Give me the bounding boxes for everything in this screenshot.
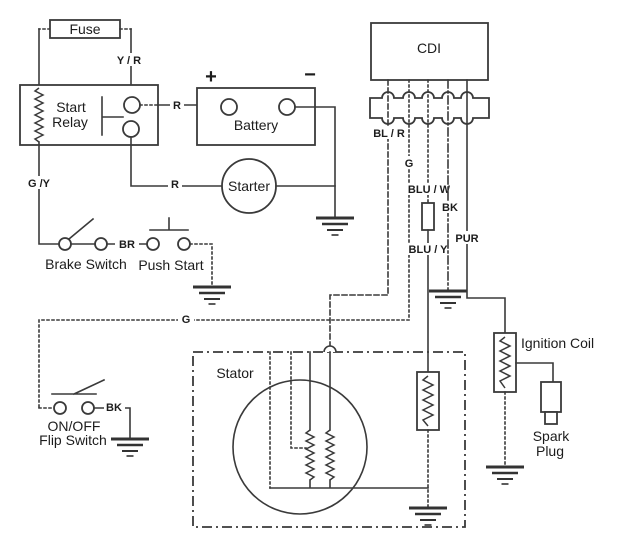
push-start-label: Push Start (138, 257, 203, 273)
ignition-circuit: Ignition Coil Spark Plug (486, 332, 594, 485)
label-bg (402, 156, 417, 169)
ground-symbol-push-start (193, 285, 231, 305)
fuse-circuit: Fuse Y / R (38, 19, 148, 98)
start-relay-label-1: Start (56, 99, 86, 115)
flip-switch-terminal-1 (53, 401, 67, 415)
label-bg (407, 183, 451, 195)
label-bg (440, 201, 460, 213)
stator-resistor-winding (421, 375, 435, 427)
wire-label-blu-w: BLU / W (408, 184, 451, 196)
relay-terminal-bottom (122, 120, 140, 138)
relay-terminal-top (123, 96, 141, 114)
spark-plug-body (540, 381, 562, 413)
ground-symbol-bk (429, 289, 467, 309)
brake-push-circuit: G /Y BR Brake Switch Push Start (24, 141, 231, 305)
wire-pur (466, 79, 506, 334)
label-bg (24, 176, 54, 189)
battery-box (196, 87, 316, 146)
wire-label-r-battery: R (173, 100, 181, 112)
stator-label: Stator (216, 365, 254, 381)
ground-symbol-ignition-coil (486, 465, 524, 485)
brake-switch-lever (67, 217, 95, 241)
label-bg (406, 243, 450, 255)
start-relay-label-2: Relay (52, 114, 88, 130)
brake-switch-label: Brake Switch (45, 256, 127, 272)
label-bg (452, 231, 483, 244)
wire-relay-to-starter (130, 136, 223, 187)
wire-label-g-y: G /Y (28, 178, 51, 190)
wire-label-g-run: G (182, 314, 191, 326)
label-bg (104, 402, 125, 413)
wire-crossover-bump (323, 345, 337, 353)
stator-common-wire (269, 479, 429, 489)
resistor-box (421, 202, 435, 231)
wire-label-bk-cdi: BK (442, 202, 458, 214)
wire-label-bk-switch: BK (106, 402, 122, 414)
label-bg (178, 313, 194, 325)
cdi-connector (369, 91, 490, 125)
label-bg (110, 53, 148, 66)
wire-coil-to-plug (515, 362, 554, 383)
fuse-label: Fuse (69, 21, 100, 37)
relay-coil-winding (33, 87, 45, 143)
wire-label-bl-r: BL / R (373, 128, 405, 140)
spark-plug-label-2: Plug (536, 443, 564, 459)
battery-starter-circuit: R + − Battery R Starter (130, 64, 354, 236)
starter-label: Starter (228, 178, 270, 194)
cdi-box (370, 22, 489, 81)
label-bg (115, 238, 139, 250)
stator-wire-2 (290, 351, 307, 449)
stator-coil-2 (324, 429, 336, 481)
wire-battery-negative-to-ground (294, 106, 336, 217)
wire-label-pur: PUR (455, 233, 478, 245)
wire-bl-r (329, 79, 389, 353)
battery-plus-sign: + (205, 66, 217, 88)
ground-symbol-stator (409, 506, 447, 526)
ground-symbol-battery (316, 216, 354, 236)
stator-resistor-box (416, 371, 440, 431)
wire-g-run (38, 79, 410, 408)
cdi-circuit: CDI BL / R G G BLU / W BLU / Y BK (38, 22, 506, 408)
stator-circle (232, 379, 368, 515)
label-bg (168, 178, 182, 190)
battery-terminal-negative (278, 98, 296, 116)
brake-switch-terminal-2 (94, 237, 108, 251)
flip-switch-terminal-2 (81, 401, 95, 415)
ground-symbol-flip-switch (111, 437, 149, 457)
cdi-label: CDI (417, 40, 441, 56)
wire-label-blu-y: BLU / Y (409, 244, 449, 256)
wire-label-r-starter: R (171, 179, 179, 191)
battery-minus-sign: − (304, 64, 316, 86)
ignition-coil-box (493, 332, 517, 393)
wire-label-br: BR (119, 239, 135, 251)
flip-switch-label-1: ON/OFF (48, 418, 101, 434)
start-relay: Start Relay (19, 84, 159, 146)
stator-assembly: Stator (192, 345, 466, 528)
wire-push-to-ground (189, 243, 213, 286)
push-start-button (149, 217, 189, 231)
stator-coil-1 (304, 429, 316, 481)
wire-label-y-r: Y / R (117, 55, 141, 67)
spark-plug-label-1: Spark (533, 428, 571, 444)
push-start-terminal-2 (177, 237, 191, 251)
flip-switch-label-2: Flip Switch (39, 432, 107, 448)
ignition-coil-winding (498, 336, 512, 389)
battery-terminal-positive (220, 98, 238, 116)
wire-label-g-cdi: G (405, 158, 414, 170)
battery-label: Battery (234, 117, 278, 133)
label-bg (369, 126, 409, 139)
spark-plug-tip (544, 411, 558, 425)
flip-switch-circuit: BK ON/OFF Flip Switch (38, 378, 149, 457)
ignition-coil-label: Ignition Coil (521, 335, 594, 351)
flip-switch-lever (51, 378, 106, 396)
wire-gy (38, 141, 60, 245)
label-bg (170, 99, 184, 111)
relay-contact-arm (101, 96, 124, 136)
push-start-terminal-1 (146, 237, 160, 251)
